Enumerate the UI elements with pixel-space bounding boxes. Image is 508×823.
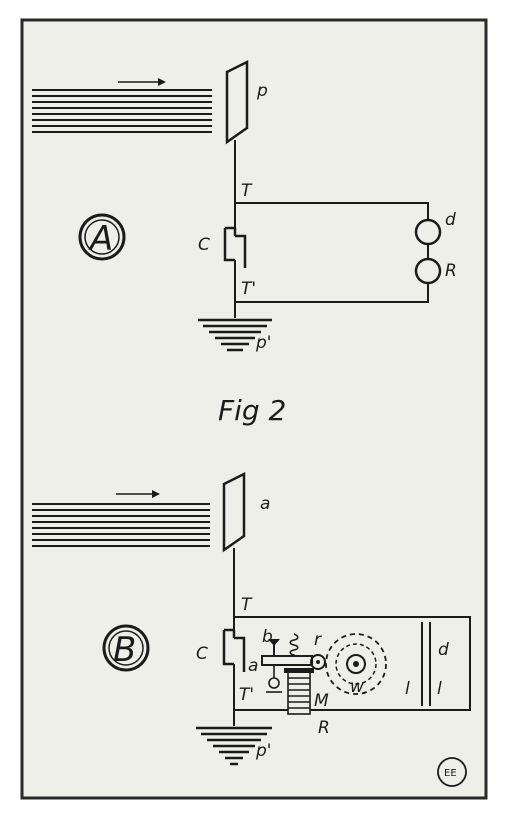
wave-lines-b <box>32 503 210 547</box>
roller-hub <box>316 660 320 664</box>
ee-badge-circle <box>437 757 467 787</box>
ground-symbol-b <box>196 726 272 766</box>
label-b-top-terminal: T <box>241 595 253 615</box>
wheel <box>325 633 387 695</box>
label-b-ground: p' <box>255 741 271 761</box>
spring-coil <box>289 633 299 656</box>
electromagnet <box>284 668 314 715</box>
label-a-antenna: p <box>256 81 268 101</box>
label-b-detector: d <box>438 640 449 660</box>
label-a-receiver: R <box>445 261 457 281</box>
side-circuit-a-top <box>235 202 429 220</box>
antenna-plate-b <box>222 471 246 553</box>
lower-contact <box>266 665 282 693</box>
label-a-capacitor: C <box>198 235 210 255</box>
label-b-magnet: M <box>314 691 329 711</box>
circle-label-a: A <box>88 219 113 259</box>
label-b-receiver: R <box>318 718 330 738</box>
diagram-a <box>32 59 442 352</box>
label-b-lever-a: a <box>248 656 258 676</box>
direction-arrow-a <box>118 78 166 86</box>
label-a-detector: d <box>445 210 456 230</box>
detector-coil-a <box>414 218 442 246</box>
circle-badge-b-inner <box>108 630 144 666</box>
label-a-top-terminal: T <box>241 181 253 201</box>
capacitor-b <box>222 628 246 672</box>
label-a-ground: p' <box>255 333 271 353</box>
capacitor-a <box>223 226 247 268</box>
circle-badge-b-outer <box>102 624 150 672</box>
label-b-line-l2: l <box>437 679 442 699</box>
diagram-b <box>32 471 471 787</box>
label-b-antenna: a <box>260 494 270 514</box>
lever-pointer <box>268 639 280 646</box>
figure-frame <box>20 18 488 800</box>
circle-label-b: B <box>113 630 136 670</box>
figure-caption: Fig 2 <box>218 394 286 427</box>
label-b-line-l1: l <box>405 679 410 699</box>
label-a-bottom-terminal: T' <box>241 279 256 299</box>
direction-arrow-b <box>116 490 160 498</box>
wave-lines-a <box>32 89 212 133</box>
label-b-lever-b: b <box>262 627 273 647</box>
receiver-coil-a <box>414 257 442 285</box>
antenna-plate-a <box>225 59 249 145</box>
label-b-bottom-terminal: T' <box>239 685 254 705</box>
side-circuit-b <box>234 616 471 711</box>
label-b-roller: r <box>314 630 322 650</box>
label-b-capacitor: C <box>196 644 208 664</box>
roller <box>310 654 326 670</box>
ground-symbol-a <box>198 318 272 352</box>
side-circuit-a-bottom <box>235 282 429 303</box>
label-b-wheel: w <box>350 677 364 697</box>
circle-badge-a-inner <box>84 219 120 255</box>
ee-badge-label: EE <box>444 768 457 779</box>
circle-badge-a-outer <box>78 213 126 261</box>
